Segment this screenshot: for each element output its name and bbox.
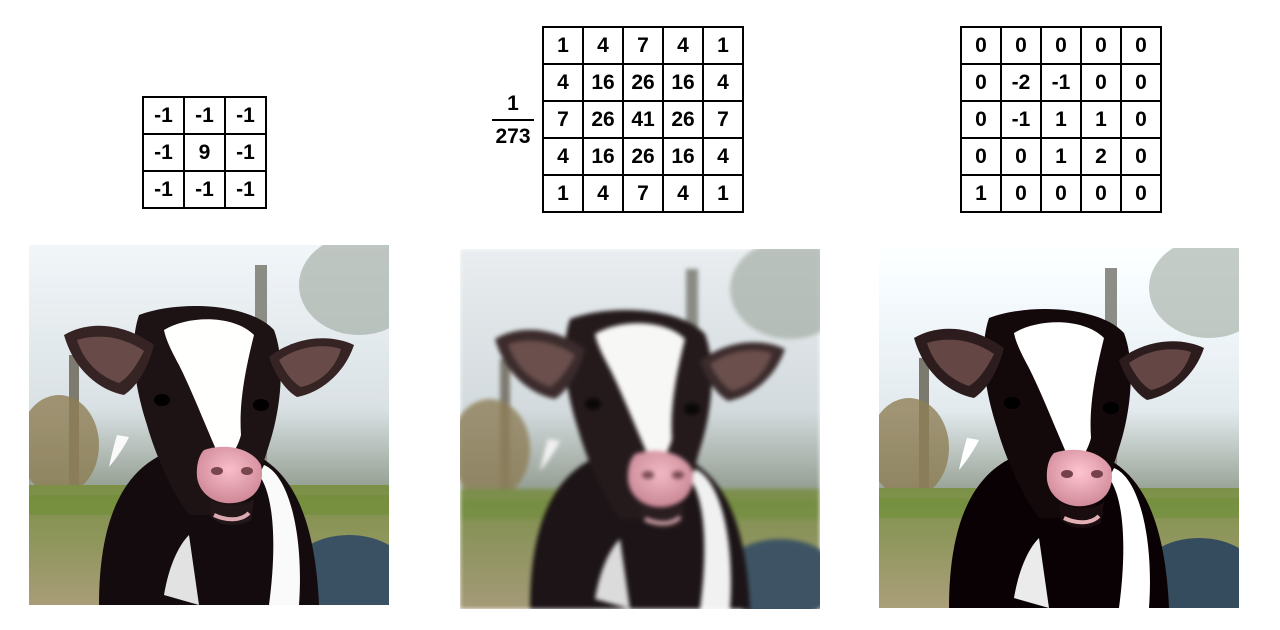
fraction-numerator: 1 (507, 92, 519, 115)
kernel-row: -1-1-1 (142, 170, 267, 209)
kernel-cell: -1 (224, 170, 267, 209)
kernel-cell: -1 (1040, 63, 1082, 102)
kernel-cell: -1 (224, 96, 267, 135)
fraction-bar (492, 119, 534, 121)
kernel-cell: 1 (1040, 137, 1082, 176)
fraction-denominator: 273 (495, 125, 531, 148)
kernel-cell: 7 (702, 100, 744, 139)
kernel-cell: -1 (1000, 100, 1042, 139)
kernel-cell: 4 (702, 63, 744, 102)
kernel-cell: -1 (142, 133, 185, 172)
kernel-cell: 26 (622, 63, 664, 102)
calf-photo-embossed (879, 248, 1239, 608)
kernel-cell: 1 (542, 26, 584, 65)
kernel-cell: 0 (1080, 26, 1122, 65)
kernel-cell: 4 (582, 26, 624, 65)
kernel-cell: 0 (1000, 137, 1042, 176)
kernel-cell: 16 (662, 63, 704, 102)
kernel-cell: 9 (183, 133, 226, 172)
kernel-cell: 0 (1120, 174, 1162, 213)
kernel-cell: 1 (702, 174, 744, 213)
kernel-cell: 1 (960, 174, 1002, 213)
calf-photo-sharpened (29, 245, 389, 605)
kernel-cell: 26 (662, 100, 704, 139)
kernel-cell: 4 (542, 137, 584, 176)
kernel-cell: 4 (702, 137, 744, 176)
kernel-cell: 2 (1080, 137, 1122, 176)
kernel-cell: 41 (622, 100, 664, 139)
kernel-cell: -1 (183, 170, 226, 209)
kernel-cell: 16 (662, 137, 704, 176)
kernel-cell: -1 (142, 96, 185, 135)
kernel-cell: 0 (1040, 174, 1082, 213)
kernel-cell: 1 (1040, 100, 1082, 139)
calf-photo-blurred (460, 249, 820, 609)
kernel-cell: 1 (702, 26, 744, 65)
kernel-cell: 0 (1120, 100, 1162, 139)
kernel-cell: 0 (960, 100, 1002, 139)
kernel-cell: 7 (622, 174, 664, 213)
kernel-cell: 0 (960, 63, 1002, 102)
kernel-cell: 0 (1080, 174, 1122, 213)
kernel-cell: -1 (224, 133, 267, 172)
kernel-cell: 4 (542, 63, 584, 102)
kernel-cell: 0 (1120, 63, 1162, 102)
kernel-cell: 16 (582, 63, 624, 102)
kernel-cell: 4 (582, 174, 624, 213)
kernel-cell: 4 (662, 174, 704, 213)
kernel-cell: 7 (542, 100, 584, 139)
normalization-fraction: 1 273 (486, 92, 540, 149)
kernel-cell: -2 (1000, 63, 1042, 102)
kernel-cell: 0 (1080, 63, 1122, 102)
kernel-cell: 0 (1000, 174, 1042, 213)
kernel-cell: 0 (960, 137, 1002, 176)
kernel-cell: 1 (542, 174, 584, 213)
kernel-row: -1-1-1 (142, 96, 267, 135)
kernel-cell: 4 (662, 26, 704, 65)
kernel-cell: 16 (582, 137, 624, 176)
kernel-cell: -1 (183, 96, 226, 135)
kernel-cell: 0 (1000, 26, 1042, 65)
kernel-cell: -1 (142, 170, 185, 209)
kernel-cell: 26 (622, 137, 664, 176)
kernel-cell: 0 (1040, 26, 1082, 65)
kernel-cell: 26 (582, 100, 624, 139)
kernel-cell: 7 (622, 26, 664, 65)
kernel-cell: 1 (1080, 100, 1122, 139)
kernel-cell: 0 (1120, 137, 1162, 176)
kernel-cell: 0 (960, 26, 1002, 65)
kernel-cell: 0 (1120, 26, 1162, 65)
